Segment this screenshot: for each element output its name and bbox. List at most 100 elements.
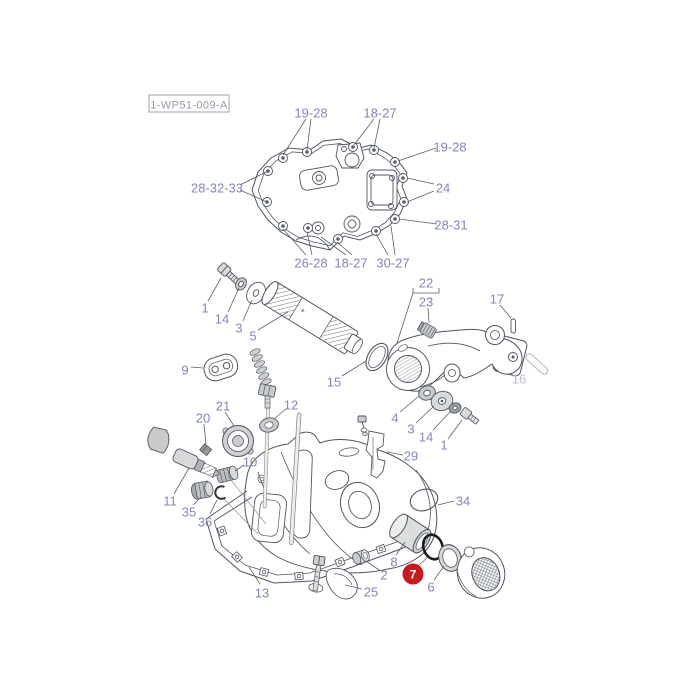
selected-part-badge[interactable] — [402, 563, 424, 585]
part-label-19-28[interactable]: 19-28 — [294, 106, 327, 121]
oring-15-drawing — [365, 342, 389, 372]
leader-line — [447, 419, 463, 440]
leader-line — [173, 467, 190, 495]
leader-line — [417, 556, 429, 567]
leader-line — [398, 218, 438, 225]
leader-line — [412, 288, 440, 294]
leader-line — [375, 233, 389, 256]
leader-line — [273, 408, 287, 420]
breather-12-drawing — [249, 348, 277, 409]
leader-line — [190, 366, 204, 369]
lift-arm-drawing — [386, 325, 528, 392]
part-label-9[interactable]: 9 — [181, 363, 188, 378]
arm-washer-14-drawing — [448, 402, 462, 414]
leader-line — [282, 228, 307, 256]
rod-16-drawing — [525, 353, 549, 375]
leader-line — [341, 360, 367, 377]
leader-line — [433, 565, 445, 581]
leader-line — [234, 464, 245, 472]
leader-line — [427, 307, 430, 324]
part-label-21[interactable]: 21 — [216, 399, 230, 414]
part-label-6[interactable]: 6 — [427, 580, 434, 595]
leader-line — [437, 500, 455, 506]
oring-7-drawing — [421, 533, 445, 561]
part-label-26-28[interactable]: 26-28 — [294, 256, 327, 271]
bushing-2-drawing — [352, 549, 370, 565]
part-label-29[interactable]: 29 — [404, 449, 418, 464]
oring-34-drawing — [409, 488, 439, 512]
bracket-29-drawing — [357, 415, 386, 479]
cover-plate-9-drawing — [203, 353, 239, 382]
leader-line — [209, 499, 218, 515]
assembly-guide-lines — [221, 479, 267, 535]
part-label-17[interactable]: 17 — [490, 292, 504, 307]
leader-line — [227, 287, 240, 313]
shaft-disc-drawing — [246, 281, 266, 305]
part-label-12[interactable]: 12 — [284, 398, 298, 413]
nut-12-drawing — [259, 417, 279, 433]
part-code-label: 1-WP51-009-A — [150, 100, 228, 112]
leader-line — [399, 395, 420, 413]
part-code-box — [148, 94, 230, 113]
circlip-36-drawing — [214, 485, 227, 500]
plug-10-drawing — [215, 465, 239, 484]
part-label-24[interactable]: 24 — [436, 181, 450, 196]
lift-cover-top-view — [251, 138, 409, 251]
part-label-3[interactable]: 3 — [235, 321, 242, 336]
leader-line — [395, 541, 406, 556]
leader-line — [306, 118, 312, 151]
housing-13-drawing — [205, 431, 438, 584]
part-label-18-27[interactable]: 18-27 — [334, 256, 367, 271]
leader-line — [365, 560, 380, 571]
leader-line — [397, 147, 437, 162]
leader-line — [203, 423, 207, 445]
part-label-36[interactable]: 36 — [198, 515, 212, 530]
part-label-10[interactable]: 10 — [243, 455, 257, 470]
part-label-4[interactable]: 4 — [391, 411, 398, 426]
part-label-16[interactable]: 16 — [512, 372, 526, 387]
cap-21-drawing — [222, 425, 254, 457]
part-label-11[interactable]: 11 — [163, 494, 177, 509]
part-label-23[interactable]: 23 — [419, 295, 433, 310]
part-label-5[interactable]: 5 — [249, 329, 256, 344]
part-label-8[interactable]: 8 — [390, 555, 397, 570]
leader-line — [239, 189, 268, 203]
cover-bolts — [262, 142, 409, 244]
part-label-28-32-33[interactable]: 28-32-33 — [191, 181, 243, 196]
part-label-25[interactable]: 25 — [364, 585, 378, 600]
part-label-22[interactable]: 22 — [419, 276, 433, 291]
part-label-13[interactable]: 13 — [255, 586, 269, 601]
part-label-14[interactable]: 14 — [215, 312, 229, 327]
plug-35-drawing — [191, 480, 214, 500]
part-label-18-27[interactable]: 18-27 — [363, 106, 396, 121]
part-label-1[interactable]: 1 — [440, 438, 447, 453]
part-label-19-28[interactable]: 19-28 — [433, 140, 466, 155]
arm-bolt-1-drawing — [459, 407, 480, 425]
leader-line — [207, 277, 222, 302]
selected-part-badge-number[interactable]: 7 — [410, 568, 417, 582]
grub-screw-drawing — [416, 321, 437, 339]
leader-line — [499, 304, 512, 319]
leader-line — [396, 292, 414, 344]
part-label-34[interactable]: 34 — [456, 494, 470, 509]
part-label-30-27[interactable]: 30-27 — [376, 256, 409, 271]
part-label-3[interactable]: 3 — [407, 422, 414, 437]
leader-line — [373, 118, 381, 149]
part-label-20[interactable]: 20 — [196, 411, 210, 426]
arm-disc-3-drawing — [430, 390, 454, 412]
part-label-28-31[interactable]: 28-31 — [434, 218, 467, 233]
seal-6-drawing — [438, 544, 462, 572]
end-cap-drawing — [456, 546, 506, 599]
part-label-35[interactable]: 35 — [182, 505, 196, 520]
part-label-14[interactable]: 14 — [419, 430, 433, 445]
sensor-11-drawing — [147, 426, 220, 479]
part-label-2[interactable]: 2 — [380, 568, 387, 583]
leader-line — [282, 118, 307, 156]
part-label-1[interactable]: 1 — [201, 301, 208, 316]
control-rod-drawing — [262, 407, 302, 546]
leader-line — [390, 225, 396, 256]
part-label-15[interactable]: 15 — [327, 375, 341, 390]
